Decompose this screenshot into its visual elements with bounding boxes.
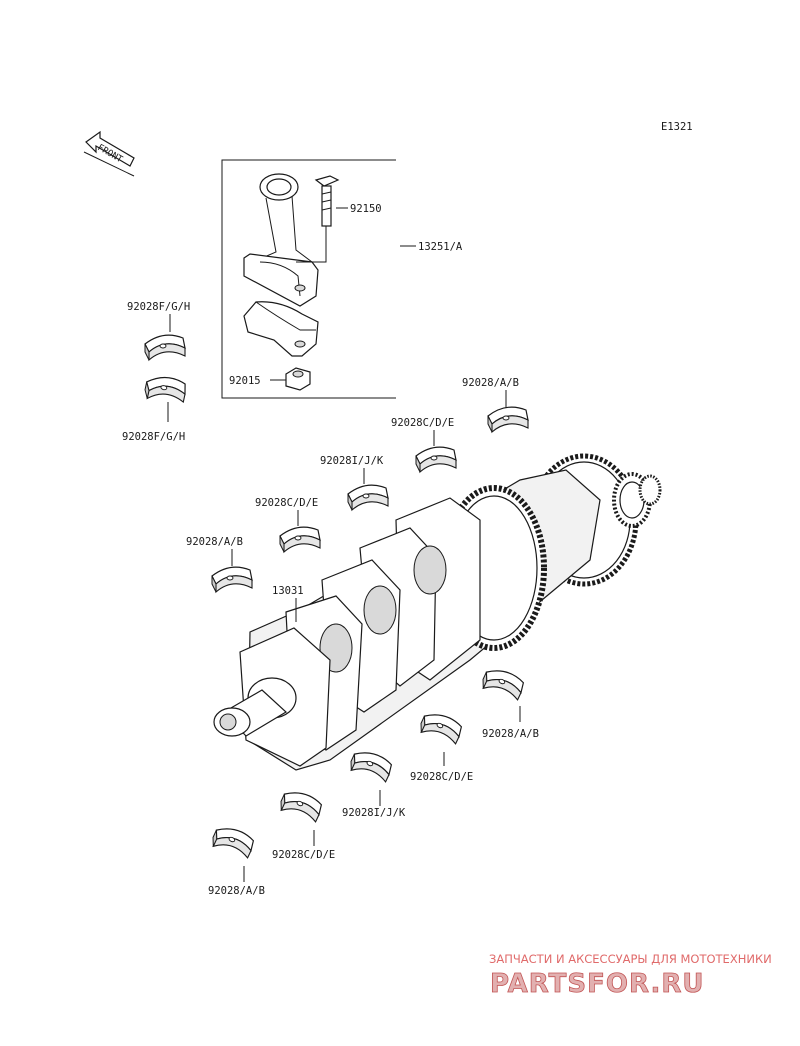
callout-92150: 92150	[350, 203, 382, 215]
watermark-brand: PARTSFOR.RU	[490, 969, 704, 999]
bearing-shell-92028ab-1	[487, 406, 529, 433]
bearing-shell-92028fgh-bottom	[142, 372, 189, 407]
callout-92028ijk-1: 92028I/J/K	[320, 455, 384, 467]
callout-92015: 92015	[229, 375, 261, 387]
front-arrow-icon: FRONT	[83, 130, 135, 177]
bearing-shell-92028ijk-1	[347, 484, 389, 511]
bearing-shell-92028cde-2	[279, 526, 321, 553]
callout-92028ab-2: 92028/A/B	[186, 536, 243, 548]
rod-bolt-part	[296, 175, 340, 263]
bearing-shell-92028ab-4	[209, 821, 258, 863]
callout-13251a: 13251/A	[418, 241, 463, 253]
callout-92028ijk-2: 92028I/J/K	[342, 807, 406, 819]
callout-92028cde-1: 92028C/D/E	[391, 417, 454, 429]
watermark: ЗАПЧАСТИ И АКСЕССУАРЫ ДЛЯ МОТОТЕХНИКИ PA…	[489, 952, 772, 999]
callout-92028ab-3: 92028/A/B	[482, 728, 539, 740]
bearing-shell-92028cde-3	[417, 707, 466, 749]
callout-92028cde-3: 92028C/D/E	[410, 771, 473, 783]
crankshaft-part	[213, 453, 662, 771]
callout-92028cde-4: 92028C/D/E	[272, 849, 335, 861]
bearing-shell-92028cde-1	[415, 446, 457, 473]
bearing-shell-92028ijk-2	[347, 745, 396, 787]
callout-92028cde-2: 92028C/D/E	[255, 497, 318, 509]
bearing-shell-92028cde-4	[277, 785, 326, 827]
crank-snout	[213, 677, 297, 737]
bearing-shell-92028ab-3	[479, 663, 528, 705]
callout-13031: 13031	[272, 585, 304, 597]
rod-nut-part	[285, 367, 311, 391]
callout-92028ab-4: 92028/A/B	[208, 885, 265, 897]
diagram-code: E1321	[661, 121, 693, 133]
bearing-shell-92028fgh-top	[144, 334, 186, 361]
connecting-rod-cap-part	[243, 301, 319, 357]
bearing-shell-92028ab-2	[211, 566, 253, 593]
callout-92028ab-1: 92028/A/B	[462, 377, 519, 389]
callout-92028fgh-bottom: 92028F/G/H	[122, 431, 185, 443]
connecting-rod-frame	[221, 159, 396, 399]
watermark-subtitle: ЗАПЧАСТИ И АКСЕССУАРЫ ДЛЯ МОТОТЕХНИКИ	[489, 952, 772, 966]
callout-92028fgh-top: 92028F/G/H	[127, 301, 190, 313]
connecting-rod-part	[243, 173, 319, 307]
